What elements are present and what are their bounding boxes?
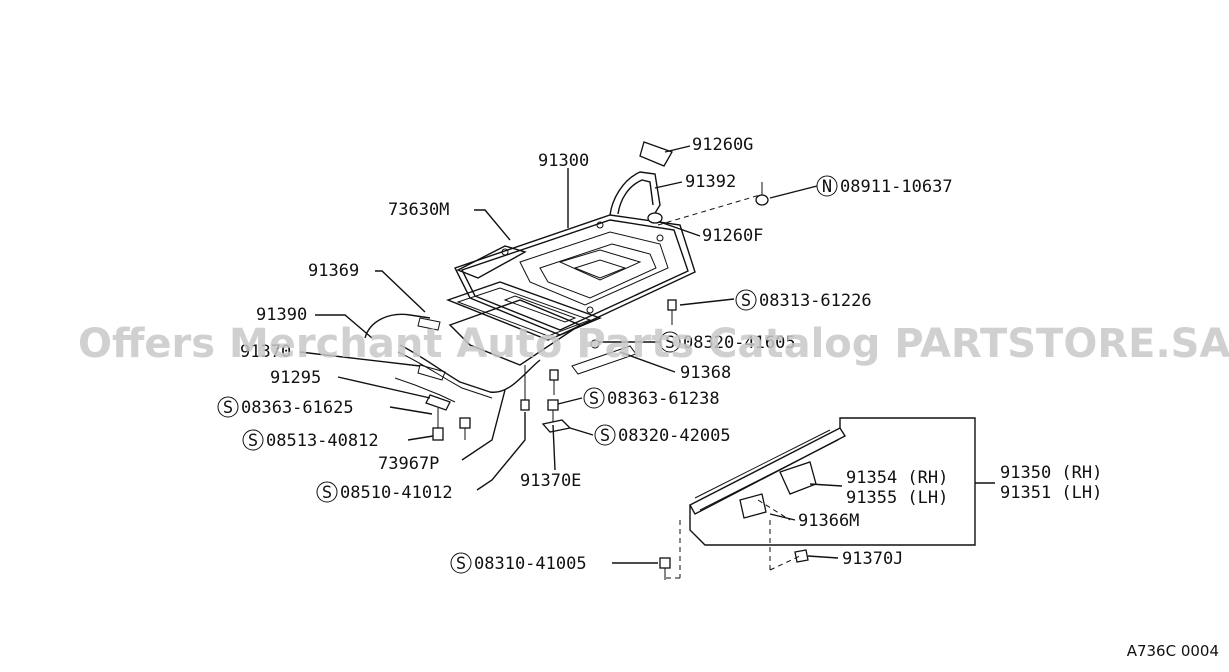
label-73967p: 73967P: [378, 454, 439, 474]
label-08911-10637: 08911-10637: [840, 177, 953, 197]
label-08313-61226: 08313-61226: [759, 291, 872, 311]
s-mark: S: [456, 554, 466, 574]
drain-hose-drawing: [609, 141, 769, 226]
label-91355-lh: 91355 (LH): [846, 488, 948, 508]
label-08510-41012: 08510-41012: [340, 483, 453, 503]
label-08320-41605: 08320-41605: [683, 333, 796, 353]
s-mark: S: [600, 426, 610, 446]
s-mark: S: [248, 431, 258, 451]
label-08363-61625: 08363-61625: [241, 398, 354, 418]
label-08363-61238: 08363-61238: [607, 389, 720, 409]
label-91390: 91390: [256, 305, 307, 325]
label-91260f: 91260F: [702, 226, 763, 246]
s-mark: S: [741, 291, 751, 311]
label-91392: 91392: [685, 172, 736, 192]
part-labels: 91260G 91300 91392 08911-10637 73630M 91…: [240, 135, 1102, 574]
s-mark: S: [322, 483, 332, 503]
label-91260g: 91260G: [692, 135, 753, 155]
label-91369: 91369: [308, 261, 359, 281]
diagram-code: A736C 0004: [1127, 642, 1219, 660]
s-mark: S: [665, 333, 675, 353]
leader-lines: [299, 145, 995, 564]
label-08320-42005: 08320-42005: [618, 426, 731, 446]
label-08310-41005: 08310-41005: [474, 554, 587, 574]
drain-tube-left-drawing: [364, 313, 541, 441]
label-91354-rh: 91354 (RH): [846, 468, 948, 488]
label-91366m: 91366M: [798, 511, 859, 531]
label-91368: 91368: [680, 363, 731, 383]
label-91295: 91295: [270, 368, 321, 388]
label-73630m: 73630M: [388, 200, 449, 220]
prefix-marks: N S S S S S S S S: [217, 175, 838, 574]
s-mark: S: [223, 398, 233, 418]
label-91370e: 91370E: [520, 471, 581, 491]
s-mark: S: [589, 389, 599, 409]
guide-rail-drawing: [659, 427, 846, 580]
assembly-group-bracket: [689, 417, 976, 546]
fasteners-drawing: [520, 299, 677, 433]
label-08513-40812: 08513-40812: [266, 431, 379, 451]
label-91370: 91370: [240, 342, 291, 362]
label-91350-rh: 91350 (RH): [1000, 463, 1102, 483]
n-mark: N: [822, 177, 832, 197]
label-91351-lh: 91351 (LH): [1000, 483, 1102, 503]
watermark-text: Offers Merchant Auto Parts Catalog PARTS…: [78, 321, 1229, 367]
sunroof-frame-drawing: [445, 214, 696, 366]
label-91370j: 91370J: [842, 549, 903, 569]
label-91300: 91300: [538, 151, 589, 171]
